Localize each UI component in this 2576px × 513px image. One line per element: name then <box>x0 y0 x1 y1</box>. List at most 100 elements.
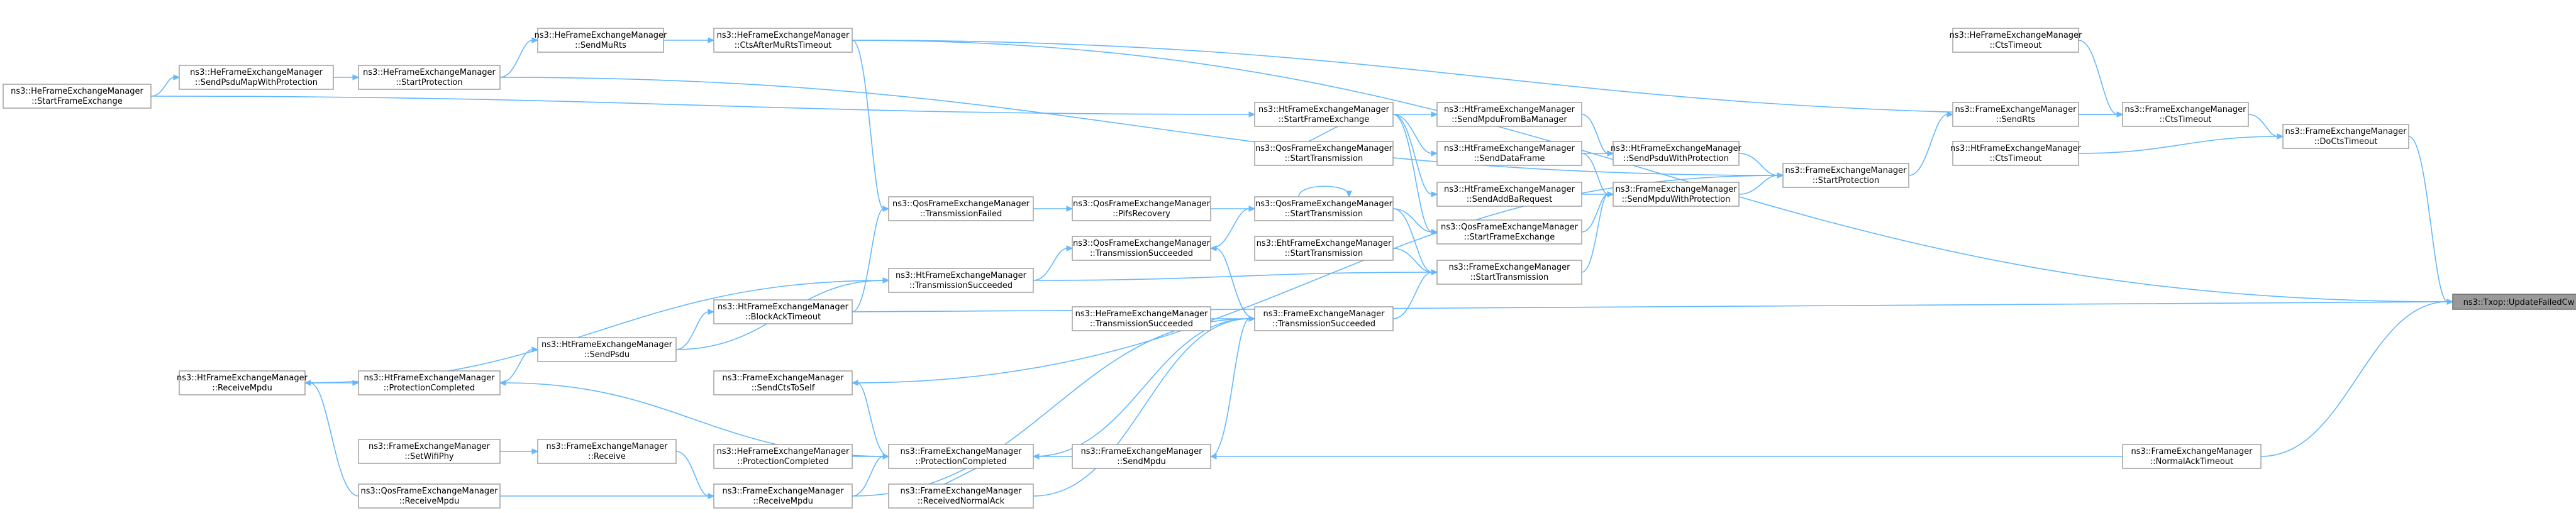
node-label-method: ::ReceiveMpdu <box>212 383 272 393</box>
edge-line <box>1581 114 1609 154</box>
edge-line <box>852 456 884 497</box>
edge-htfem_SendMpduFromBaManager-to-htfem_SendPsduWithProtection <box>1581 114 1614 157</box>
function-node[interactable]: ns3::FrameExchangeManager::SendMpduWithP… <box>1613 182 1740 207</box>
function-node[interactable]: ns3::QosFrameExchangeManager::Transmissi… <box>888 196 1034 221</box>
function-node[interactable]: ns3::FrameExchangeManager::SendRts <box>1952 102 2079 127</box>
function-node[interactable]: ns3::HtFrameExchangeManager::BlockAckTim… <box>713 299 853 324</box>
edge-arrowhead <box>1066 206 1074 212</box>
edge-hefem_SendPsduMapWithProtection-to-hefem_StartProtection <box>333 74 360 80</box>
edge-hefem_CtsAfterMuRtsTimeout-to-qfem_TransmissionFailed <box>852 40 890 212</box>
node-box <box>537 28 664 53</box>
function-node[interactable]: ns3::FrameExchangeManager::SetWifiPhy <box>358 439 501 464</box>
root-function-node[interactable]: ns3::Txop::UpdateFailedCw <box>2452 294 2576 310</box>
function-node[interactable]: ns3::FrameExchangeManager::ReceivedNorma… <box>888 483 1034 509</box>
edge-hefem_StartProtection-to-hefem_SendMuRts <box>499 37 539 78</box>
function-node[interactable]: ns3::QosFrameExchangeManager::PifsRecove… <box>1072 196 1211 221</box>
function-node[interactable]: ns3::HtFrameExchangeManager::SendPsduWit… <box>1611 141 1742 166</box>
node-label-class: ns3::Txop::UpdateFailedCw <box>2463 298 2575 307</box>
function-node[interactable]: ns3::HtFrameExchangeManager::SendDataFra… <box>1436 141 1582 166</box>
node-box <box>1072 306 1211 331</box>
edge-line <box>1210 208 1250 249</box>
function-node[interactable]: ns3::FrameExchangeManager::DoCtsTimeout <box>2282 124 2409 149</box>
edge-arrowhead <box>1431 111 1438 118</box>
node-box <box>537 337 677 362</box>
function-node[interactable]: ns3::HeFrameExchangeManager::StartFrameE… <box>3 84 152 109</box>
edge-htfem_StartFrameExchange-to-htfem_SendAddBaRequest <box>1392 114 1438 197</box>
edge-fem_SetWifiPhy-to-fem_Receive <box>500 448 539 455</box>
function-node[interactable]: ns3::HtFrameExchangeManager::ReceiveMpdu <box>177 370 308 395</box>
function-node[interactable]: ns3::FrameExchangeManager::SendCtsToSelf <box>713 370 853 395</box>
function-node[interactable]: ns3::FrameExchangeManager::CtsTimeout <box>2122 102 2249 127</box>
function-node[interactable]: ns3::HtFrameExchangeManager::CtsTimeout <box>1950 141 2082 166</box>
node-label-class: ns3::QosFrameExchangeManager <box>1255 144 1393 153</box>
function-node[interactable]: ns3::FrameExchangeManager::StartTransmis… <box>1436 260 1582 285</box>
node-label-class: ns3::FrameExchangeManager <box>1785 166 1907 175</box>
function-node[interactable]: ns3::HtFrameExchangeManager::Transmissio… <box>888 268 1034 293</box>
edge-htfem_CtsTimeout-to-fem_DoCtsTimeout <box>2078 133 2284 154</box>
function-node[interactable]: ns3::QosFrameExchangeManager::StartTrans… <box>1254 141 1394 166</box>
function-node[interactable]: ns3::QosFrameExchangeManager::Transmissi… <box>1072 236 1211 261</box>
edge-fem_ReceiveMpdu-to-fem_ProtectionCompleted <box>852 453 890 497</box>
function-node[interactable]: ns3::HtFrameExchangeManager::SendPsdu <box>537 337 677 362</box>
function-node[interactable]: ns3::EhtFrameExchangeManager::StartTrans… <box>1254 236 1394 261</box>
node-label-method: ::SendMuRts <box>575 41 626 50</box>
node-label-class: ns3::FrameExchangeManager <box>546 442 668 451</box>
edge-line <box>1392 248 1433 273</box>
function-node[interactable]: ns3::HeFrameExchangeManager::CtsAfterMuR… <box>713 28 853 53</box>
edge-line <box>1738 153 1779 176</box>
edge-fem_SendCtsToSelf-to-fem_StartProtection <box>852 172 1784 383</box>
node-box <box>1254 141 1394 166</box>
function-node[interactable]: ns3::FrameExchangeManager::StartProtecti… <box>1782 163 1909 188</box>
function-node[interactable]: ns3::HeFrameExchangeManager::Transmissio… <box>1072 306 1211 331</box>
function-node[interactable]: ns3::HtFrameExchangeManager::SendAddBaRe… <box>1436 182 1582 207</box>
node-label-method: ::SendMpduFromBaManager <box>1452 115 1567 124</box>
edge-line <box>499 40 533 78</box>
edge-arrowhead <box>1946 111 1954 118</box>
function-node[interactable]: ns3::QosFrameExchangeManager::ReceiveMpd… <box>358 483 501 509</box>
function-node[interactable]: ns3::HeFrameExchangeManager::StartProtec… <box>358 65 501 90</box>
edge-line <box>2248 114 2279 137</box>
function-node[interactable]: ns3::QosFrameExchangeManager::StartTrans… <box>1254 196 1394 221</box>
node-box <box>1436 260 1582 285</box>
function-node[interactable]: ns3::HtFrameExchangeManager::StartFrameE… <box>1254 102 1394 127</box>
edge-line <box>2078 136 2279 154</box>
function-node[interactable]: ns3::FrameExchangeManager::ProtectionCom… <box>888 444 1034 469</box>
edge-fem_SendMpdu-to-fem_TransmissionSucceeded <box>1210 316 1256 457</box>
edge-fem_Receive-to-fem_ReceiveMpdu <box>675 451 715 499</box>
function-node[interactable]: ns3::FrameExchangeManager::Receive <box>537 439 677 464</box>
function-node[interactable]: ns3::QosFrameExchangeManager::StartFrame… <box>1436 219 1582 245</box>
edge-fem_ProtectionCompleted-to-fem_TransmissionSucceeded <box>1033 316 1256 457</box>
function-node[interactable]: ns3::FrameExchangeManager::TransmissionS… <box>1254 306 1394 331</box>
node-label-class: ns3::HeFrameExchangeManager <box>535 31 667 40</box>
node-label-class: ns3::QosFrameExchangeManager <box>1073 199 1211 209</box>
function-node[interactable]: ns3::FrameExchangeManager::ReceiveMpdu <box>713 483 853 509</box>
node-label-class: ns3::HtFrameExchangeManager <box>177 373 308 383</box>
node-label-class: ns3::QosFrameExchangeManager <box>1441 223 1579 232</box>
edge-line <box>852 40 2448 302</box>
function-node[interactable]: ns3::HtFrameExchangeManager::ProtectionC… <box>358 370 501 395</box>
node-label-method: ::ReceivedNormalAck <box>918 497 1005 506</box>
function-node[interactable]: ns3::HtFrameExchangeManager::SendMpduFro… <box>1436 102 1582 127</box>
function-node[interactable]: ns3::HeFrameExchangeManager::CtsTimeout <box>1950 28 2082 53</box>
edge-hefem_SendMuRts-to-hefem_CtsAfterMuRtsTimeout <box>663 37 715 43</box>
function-node[interactable]: ns3::HeFrameExchangeManager::SendPsduMap… <box>179 65 334 90</box>
node-label-class: ns3::FrameExchangeManager <box>900 487 1022 496</box>
edge-line <box>1581 194 1609 233</box>
node-label-class: ns3::FrameExchangeManager <box>1955 105 2077 114</box>
function-node[interactable]: ns3::FrameExchangeManager::NormalAckTime… <box>2122 444 2262 469</box>
node-label-class: ns3::HtFrameExchangeManager <box>364 373 496 383</box>
node-label-method: ::TransmissionSucceeded <box>1272 319 1375 329</box>
node-box <box>358 65 501 90</box>
edge-line <box>675 451 709 497</box>
function-node[interactable]: ns3::FrameExchangeManager::SendMpdu <box>1072 444 1211 469</box>
function-node[interactable]: ns3::HeFrameExchangeManager::ProtectionC… <box>713 444 853 469</box>
edge-line <box>857 382 889 457</box>
node-label-method: ::SendCtsToSelf <box>752 383 815 393</box>
edge-htfem_ProtectionCompleted-to-htfem_SendPsdu <box>499 346 539 383</box>
edge-htfem_SendDataFrame-to-htfem_SendPsduWithProtection <box>1582 150 1614 157</box>
node-label-class: ns3::FrameExchangeManager <box>2131 447 2253 456</box>
function-node[interactable]: ns3::HeFrameExchangeManager::SendMuRts <box>535 28 667 53</box>
node-label-method: ::SendPsduMapWithProtection <box>195 78 318 87</box>
node-label-method: ::DoCtsTimeout <box>2314 137 2378 146</box>
node-label-method: ::Receive <box>588 452 626 461</box>
